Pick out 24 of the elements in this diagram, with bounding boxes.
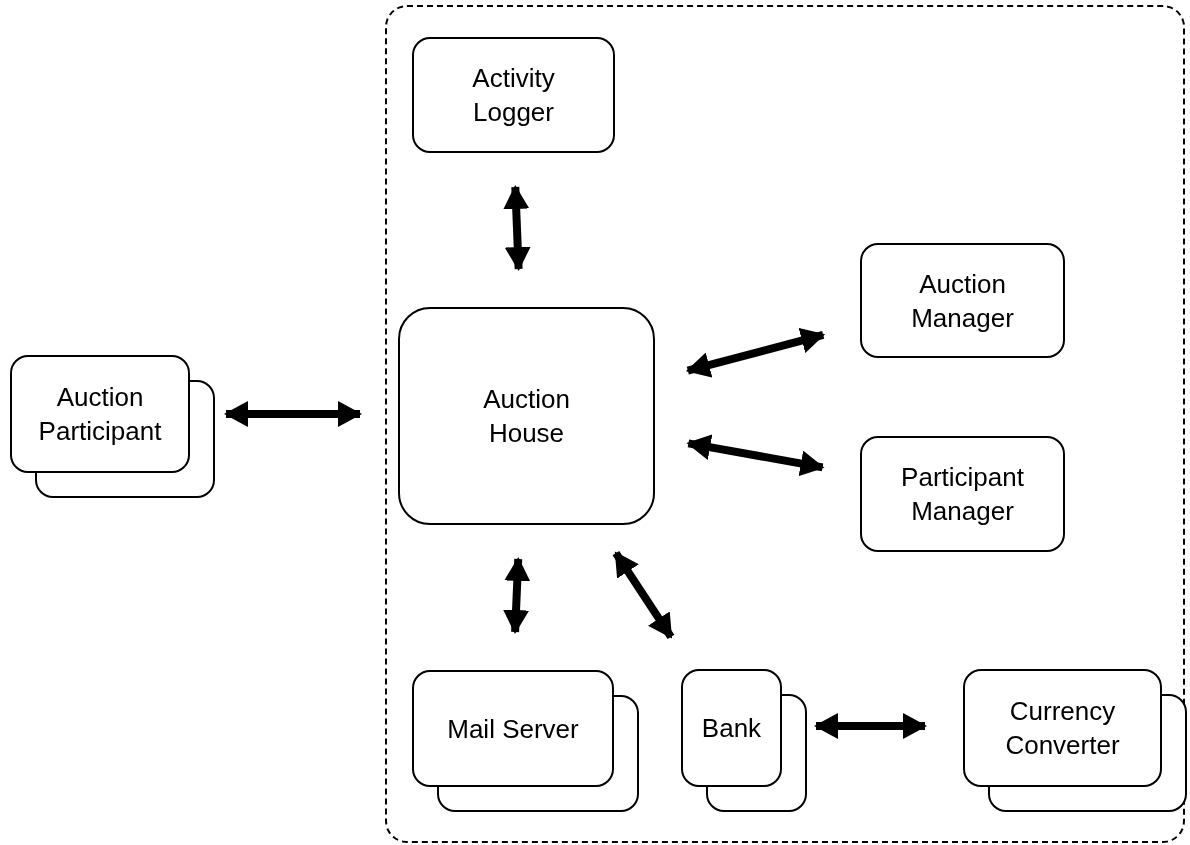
rounded-box <box>10 355 190 473</box>
double-arrow <box>814 713 927 739</box>
double-arrow <box>503 184 531 272</box>
rounded-box <box>412 37 615 153</box>
node-label: Mail Server <box>446 712 580 746</box>
double-arrow <box>503 556 531 635</box>
rounded-box <box>860 436 1065 552</box>
node-label: Auction Participant <box>37 381 163 448</box>
node-label: Bank <box>700 712 763 745</box>
rounded-box <box>398 307 655 525</box>
node-label: Activity Logger <box>471 62 556 129</box>
node-label: Auction Manager <box>910 267 1015 335</box>
node-label: Currency Converter <box>1004 695 1121 762</box>
rounded-box <box>860 243 1065 358</box>
double-arrow <box>612 550 675 640</box>
dashed-boundary <box>385 5 1185 843</box>
node-label: Auction House <box>482 383 571 450</box>
rounded-box <box>412 670 614 787</box>
double-arrow <box>224 401 362 427</box>
rounded-box <box>963 669 1162 787</box>
double-arrow <box>685 327 826 378</box>
double-arrow <box>686 434 825 477</box>
node-label: Participant Manager <box>900 461 1025 528</box>
rounded-box <box>681 669 782 787</box>
